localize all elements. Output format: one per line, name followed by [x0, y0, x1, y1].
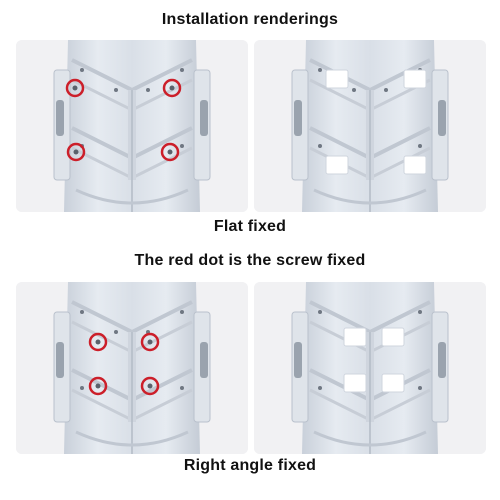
- caption-screw-fixed: The red dot is the screw fixed: [134, 252, 366, 269]
- caption-right-angle-fixed: Right angle fixed: [183, 457, 317, 474]
- adhesive-tape-pad-icon: [343, 327, 405, 393]
- right-angle-fixed-tape-image: [254, 282, 486, 454]
- adhesive-tape-pad-icon: [325, 69, 427, 175]
- red-circle-marker-icon: [65, 78, 182, 162]
- right-angle-fixed-screw-image: [16, 282, 248, 454]
- caption-flat-fixed: Flat fixed: [213, 218, 287, 235]
- caption-installation-renderings: Installation renderings: [161, 11, 339, 28]
- red-circle-marker-icon: [88, 332, 160, 396]
- flat-fixed-tape-image: [254, 40, 486, 212]
- flat-fixed-screw-image: [16, 40, 248, 212]
